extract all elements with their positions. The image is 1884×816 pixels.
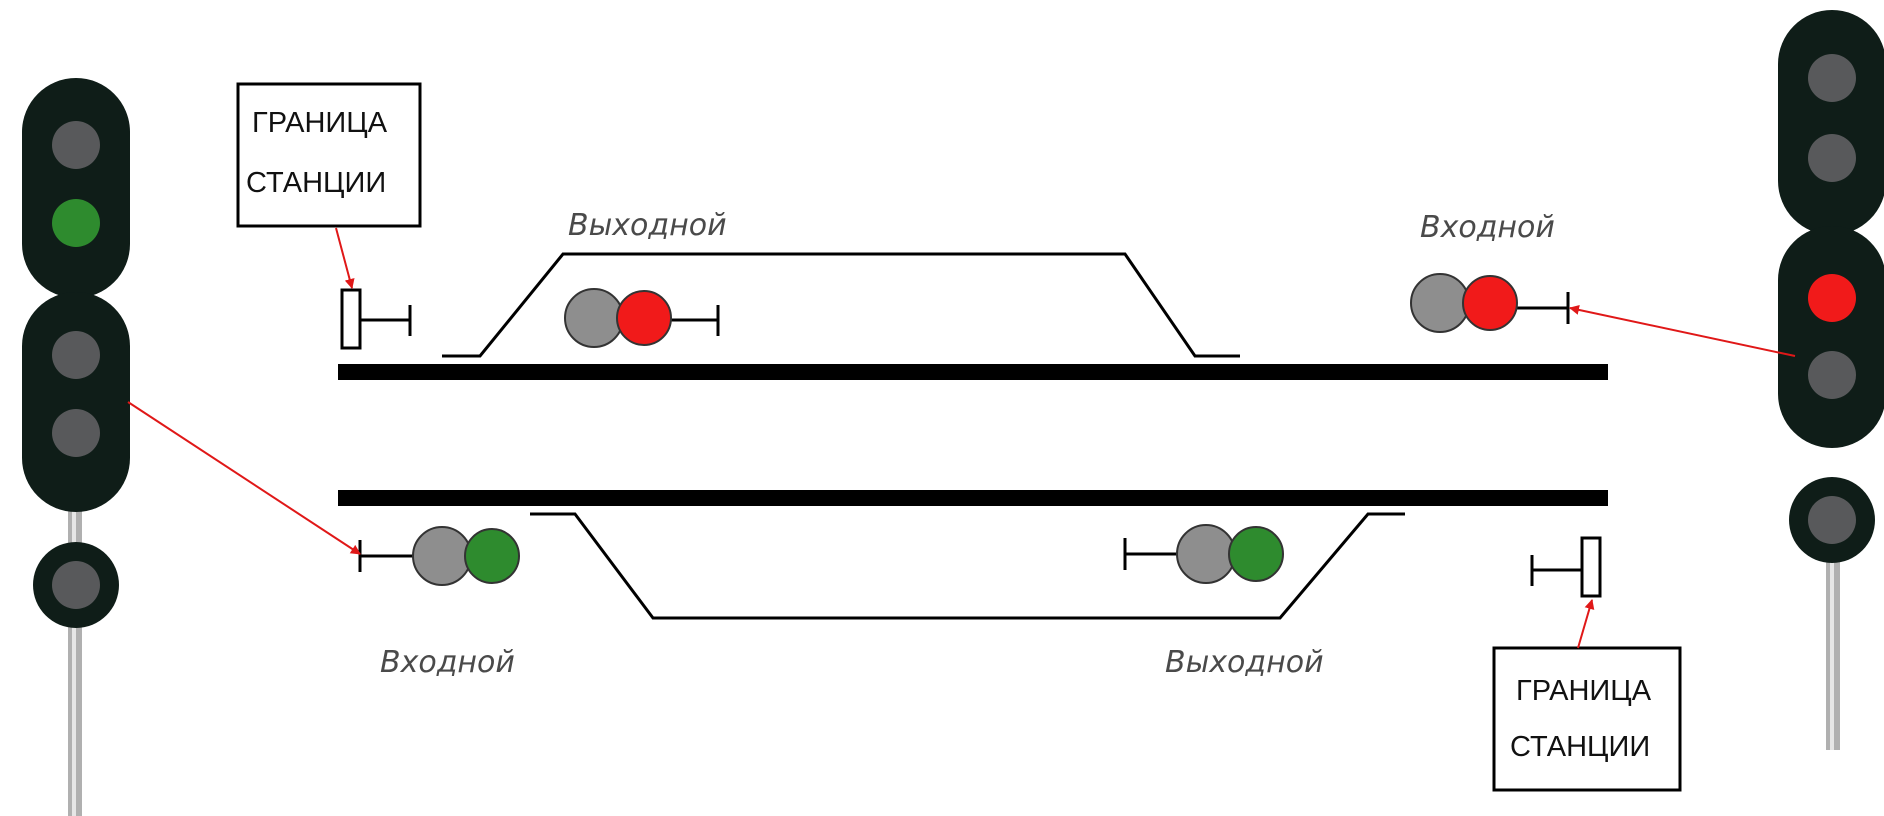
- top-boundary-marker: [340, 288, 412, 350]
- right-lamp-5: [1808, 496, 1856, 544]
- bottom-entry-signal: [358, 526, 520, 586]
- bottom-boundary-line1: ГРАНИЦА: [1516, 675, 1652, 707]
- bottom-entry-lamp-green: [464, 528, 520, 584]
- top-entry-lamp-gray: [1410, 273, 1470, 333]
- top-exit-lamp-gray: [564, 288, 624, 348]
- bottom-boundary-line2: СТАНЦИИ: [1510, 731, 1650, 763]
- bottom-entry-label: Входной: [380, 645, 515, 680]
- bottom-exit-lamp-green: [1228, 526, 1284, 582]
- lower-main-track: [338, 490, 1608, 506]
- top-boundary-line2: СТАНЦИИ: [246, 167, 386, 199]
- left-lamp-3: [52, 331, 100, 379]
- right-lamp-red: [1808, 274, 1856, 322]
- bottom-boundary-arrow: [1577, 599, 1595, 649]
- left-lamp-4: [52, 409, 100, 457]
- bottom-boundary-marker: [1530, 536, 1602, 598]
- bottom-boundary-box: [1492, 646, 1682, 792]
- top-boundary-box: [236, 82, 422, 228]
- right-upper-head: [1778, 10, 1884, 235]
- upper-main-track: [338, 364, 1608, 380]
- left-signal-arrow: [127, 401, 361, 555]
- left-lamp-5: [52, 561, 100, 609]
- top-boundary-line1: ГРАНИЦА: [252, 107, 388, 139]
- left-lower-head: [22, 292, 130, 512]
- bottom-entry-lamp-gray: [412, 526, 472, 586]
- top-entry-lamp-red: [1462, 275, 1518, 331]
- top-exit-label: Выходной: [568, 208, 727, 243]
- upper-siding-track: [442, 252, 1240, 358]
- right-lamp-2: [1808, 134, 1856, 182]
- left-mast-signal: [22, 78, 130, 816]
- top-exit-lamp-red: [616, 290, 672, 346]
- right-signal-arrow: [1569, 304, 1796, 357]
- lower-siding-track: [530, 512, 1405, 620]
- bottom-exit-lamp-gray: [1176, 524, 1236, 584]
- top-entry-label: Входной: [1420, 210, 1555, 245]
- left-lamp-1: [52, 121, 100, 169]
- right-mast-signal: [1778, 10, 1884, 750]
- top-entry-signal: [1410, 273, 1570, 333]
- top-exit-signal: [564, 288, 720, 348]
- bottom-exit-signal: [1123, 524, 1284, 584]
- bottom-exit-label: Выходной: [1165, 645, 1324, 680]
- left-upper-head: [22, 78, 130, 298]
- right-lower-head: [1778, 226, 1884, 448]
- left-lamp-green: [52, 199, 100, 247]
- top-boundary-arrow: [335, 227, 355, 289]
- right-lamp-4: [1808, 351, 1856, 399]
- right-lamp-1: [1808, 54, 1856, 102]
